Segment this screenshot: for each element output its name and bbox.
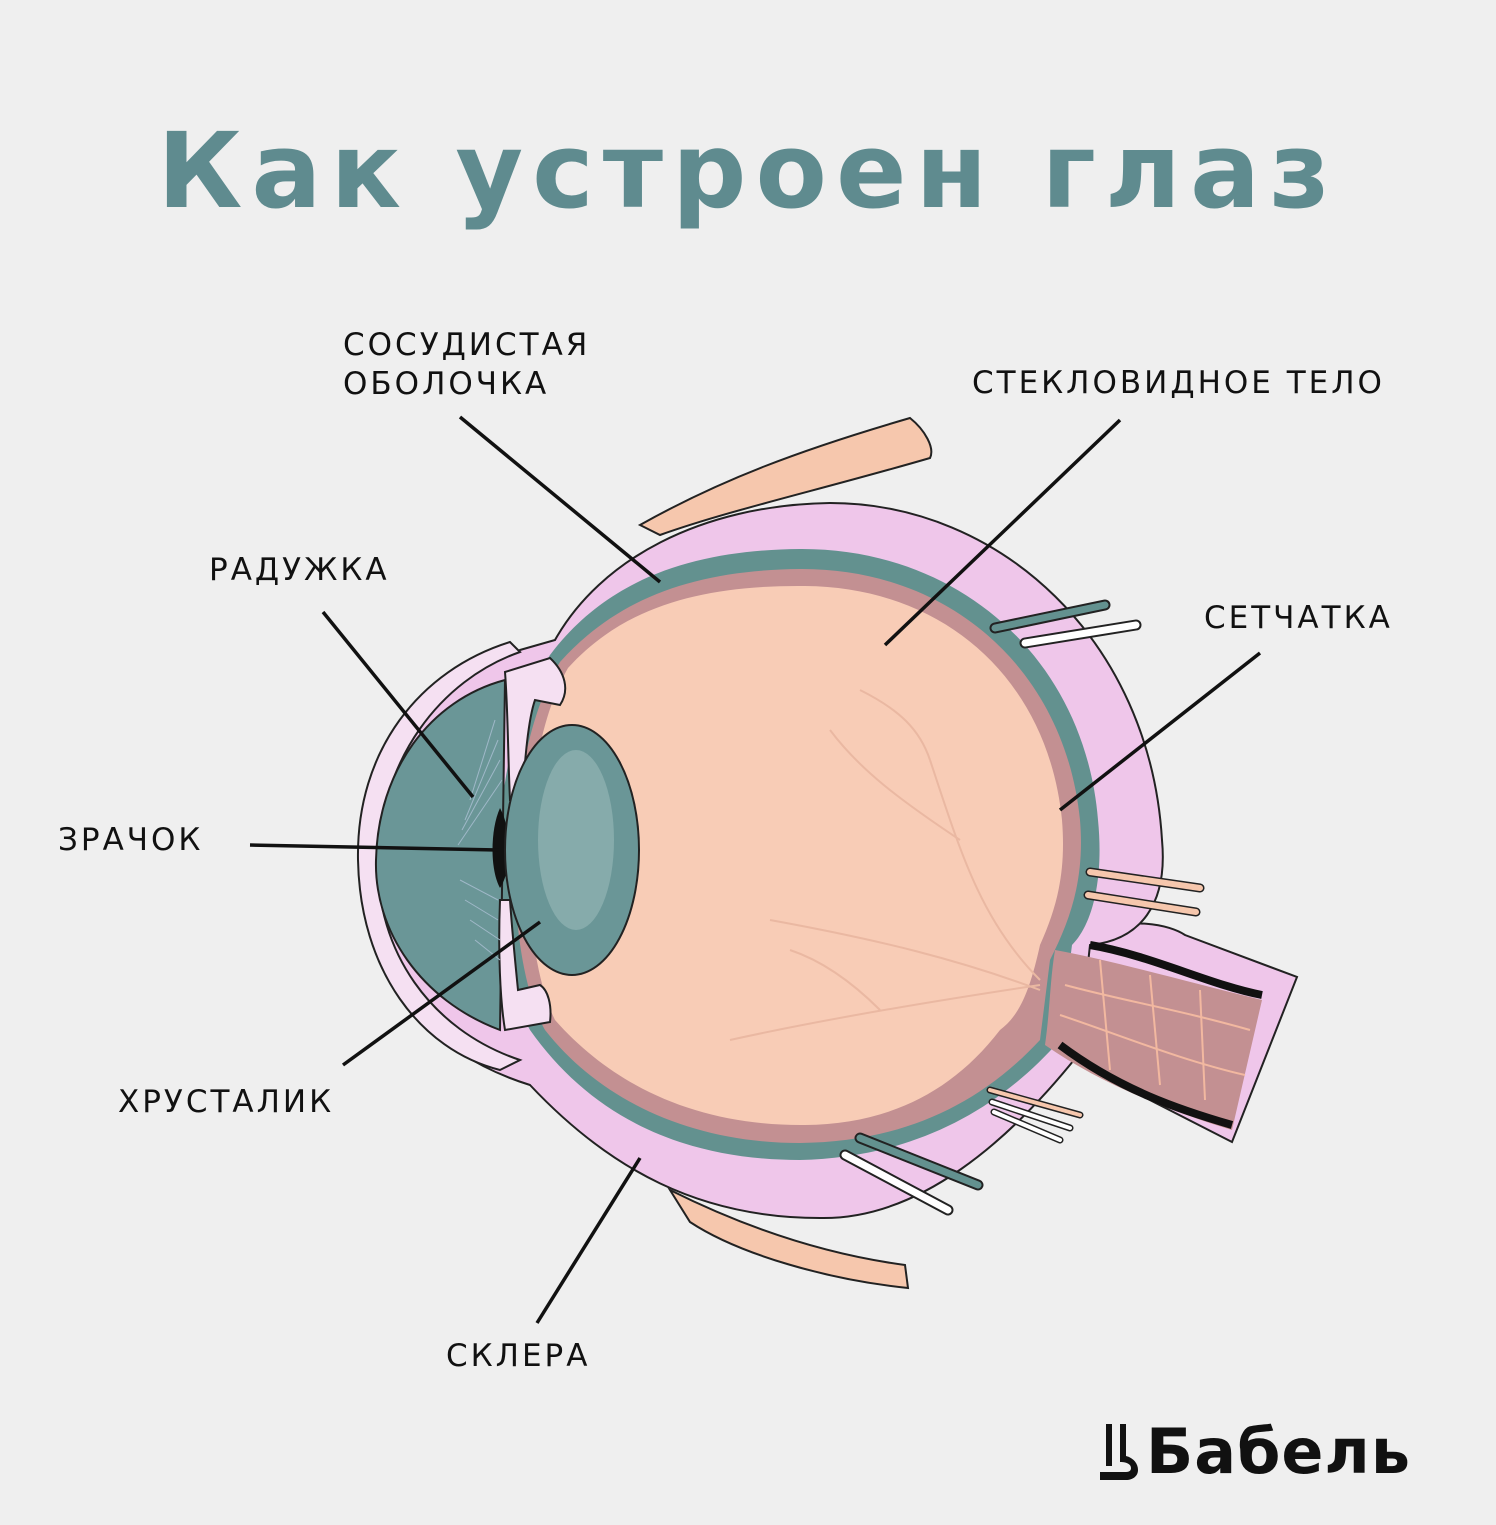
label-choroid-line1: СОСУДИСТАЯ <box>343 327 591 363</box>
leader-iris <box>321 610 475 799</box>
iris-fibers <box>457 719 503 961</box>
leader-sclera <box>535 1157 642 1324</box>
label-choroid-line2: ОБОЛОЧКА <box>343 366 550 402</box>
label-retina: СЕТЧАТКА <box>1204 600 1393 636</box>
optic-nerve <box>1045 950 1262 1130</box>
label-pupil: ЗРАЧОК <box>58 822 204 858</box>
vitreous-body <box>528 585 1064 1126</box>
label-lens: ХРУСТАЛИК <box>118 1084 335 1120</box>
leader-retina <box>1058 651 1262 812</box>
anterior-chamber <box>374 678 507 1032</box>
babel-logo: Бабель <box>1100 1415 1411 1488</box>
logo-text: Бабель <box>1146 1415 1412 1488</box>
lens-center <box>538 750 614 930</box>
label-sclera: СКЛЕРА <box>446 1338 591 1374</box>
leader-choroid <box>458 415 662 584</box>
leader-vitreous <box>883 418 1122 647</box>
leader-pupil <box>249 843 499 852</box>
ciliary-body <box>503 656 567 801</box>
label-iris: РАДУЖКА <box>209 552 390 588</box>
retinal-vessels <box>729 689 1041 1041</box>
page-title: Как устроен глаз <box>157 110 1339 232</box>
babel-logo-icon <box>1100 1423 1138 1480</box>
leader-lens <box>341 920 542 1067</box>
upper-muscle <box>637 416 933 537</box>
label-vitreous: СТЕКЛОВИДНОЕ ТЕЛО <box>972 365 1385 401</box>
lower-muscle <box>667 1187 910 1290</box>
label-choroid: СОСУДИСТАЯ ОБОЛОЧКА <box>343 326 590 404</box>
ciliary-vessels <box>839 599 1205 1216</box>
